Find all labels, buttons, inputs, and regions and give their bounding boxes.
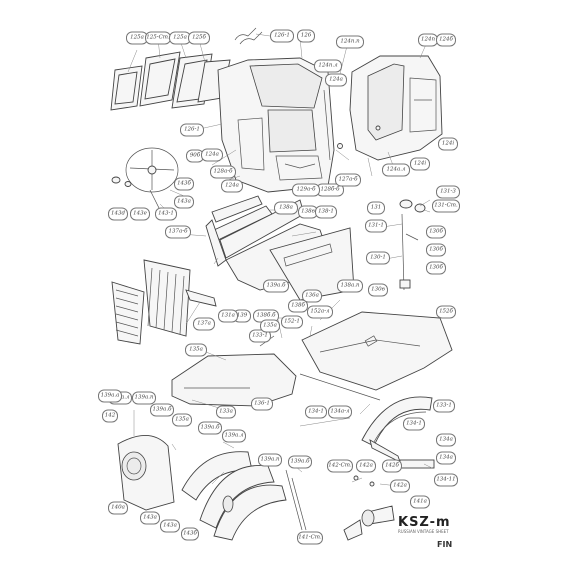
part-label: 142-Cm. [327, 459, 353, 473]
part-label: 125б [188, 31, 210, 45]
part-label: 139a.a [98, 389, 122, 403]
part-label: 135a [260, 319, 280, 333]
part-label: 138a [274, 201, 298, 215]
part-label: 130б [426, 261, 446, 275]
part-label: 126 [297, 29, 315, 43]
part-label: 139a.б [288, 455, 312, 469]
part-label: 134a [436, 451, 456, 465]
part-label: 129a-б [292, 183, 320, 197]
part-label: 143a [174, 195, 194, 209]
part-label: 139a.л [222, 429, 246, 443]
part-label: 135a [172, 413, 192, 427]
rear-cab-shell [349, 55, 443, 161]
part-label: 124a [221, 179, 243, 193]
part-label: 141a [410, 495, 430, 509]
part-label: 124n [418, 33, 438, 47]
radiator-grille [111, 259, 217, 345]
part-label: 134-11 [434, 473, 458, 487]
part-label: 127a-б [335, 173, 361, 187]
brand-tagline: RUSSIAN VINTAGE SHEET [398, 529, 449, 534]
part-label: 130-1 [366, 251, 390, 265]
part-label: 124n.n [336, 35, 364, 49]
side-panels [205, 195, 355, 301]
part-label: 134-1 [403, 417, 425, 431]
part-label: 131-1 [365, 219, 387, 233]
part-label: 133-1 [249, 329, 271, 343]
part-label: 136-1 [251, 397, 273, 411]
rod-assembly [399, 199, 426, 291]
floor-panel [171, 335, 297, 407]
part-label: 128a-б [210, 165, 236, 179]
part-label: 126-1 [180, 123, 204, 137]
part-label: 139a.б [150, 403, 174, 417]
cab-body [217, 57, 343, 193]
part-label: 131 [367, 201, 385, 215]
lamp-parts [343, 475, 395, 541]
part-label: 139а.б [263, 279, 289, 293]
part-label: 143a [160, 519, 180, 533]
part-label: 142б [382, 459, 402, 473]
part-label: 139a.n [132, 391, 156, 405]
part-label: 136a [302, 289, 322, 303]
part-label: 134a-л [328, 405, 352, 419]
part-label: 135a [185, 343, 207, 357]
part-label: 124a [325, 73, 347, 87]
part-label: 125-Cm. [145, 31, 171, 45]
part-label: 143-1 [155, 207, 177, 221]
right-floor-panel [299, 311, 453, 401]
part-label: 139a.n [258, 453, 282, 467]
part-label: 124i [410, 157, 430, 171]
part-label: 143a [140, 511, 160, 525]
part-label: 137a-б [165, 225, 191, 239]
part-label: 143б [174, 177, 194, 191]
wheel-arches [181, 451, 307, 541]
part-label: 152-1 [281, 315, 303, 329]
part-label: 130б [426, 225, 446, 239]
part-label: 134-1 [305, 405, 327, 419]
part-label: 142a [356, 459, 376, 473]
part-label: 139a.б [198, 421, 222, 435]
part-label: 124i [438, 137, 458, 151]
part-label: 131-3 [436, 185, 460, 199]
part-label: 141-Cm. [297, 531, 323, 545]
part-label: 140a [108, 501, 128, 515]
part-label: 142a [390, 479, 410, 493]
part-label: 143e [130, 207, 150, 221]
part-label: 137a [193, 317, 215, 331]
part-label: 133a [216, 405, 236, 419]
part-label: 124a.л [382, 163, 410, 177]
part-label: 134a [436, 433, 456, 447]
part-label: 152a-л [307, 305, 333, 319]
part-label: 138-1 [315, 205, 337, 219]
steering-wheel [111, 147, 179, 215]
part-label: 131a [218, 309, 238, 323]
part-label: 124б [436, 33, 456, 47]
rear-fender-arches [361, 396, 435, 469]
part-label: 133-1 [433, 399, 455, 413]
part-label: 142 [102, 409, 118, 423]
part-label: 143d [108, 207, 128, 221]
part-label: 152б [436, 305, 456, 319]
part-label: 124a [201, 148, 223, 162]
part-label: 130в [368, 283, 388, 297]
part-label: 138a.n [337, 279, 363, 293]
brand-logo: KSZ-m [398, 515, 451, 530]
part-label: 126-1 [270, 29, 294, 43]
part-label: 130б [426, 243, 446, 257]
fin-mark: FIN [437, 540, 453, 549]
part-label: 131-Cm. [432, 199, 460, 213]
part-label: 124n.л [314, 59, 342, 73]
part-label: 143б [181, 527, 199, 541]
front-fender [117, 435, 175, 511]
part-label: 138б [288, 299, 308, 313]
